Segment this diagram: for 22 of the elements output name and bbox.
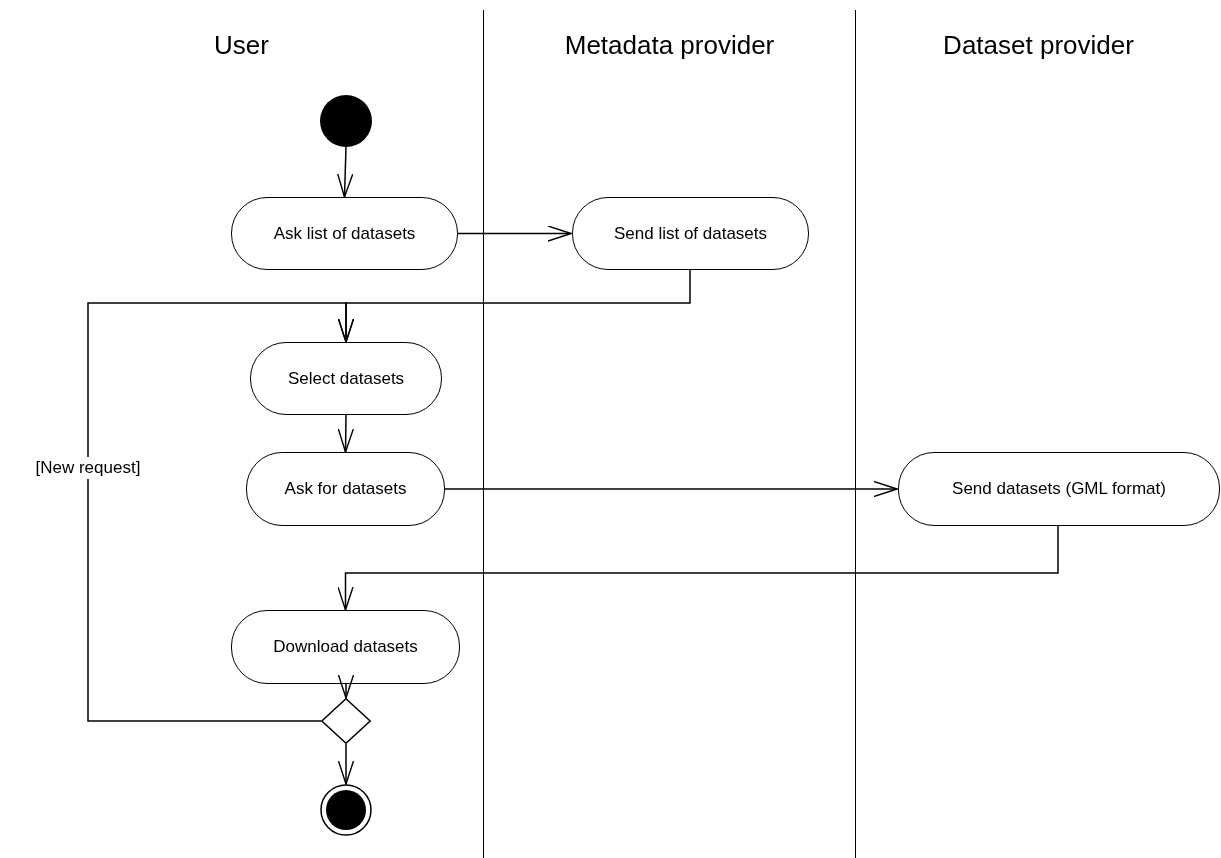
initial-node xyxy=(320,95,372,147)
final-node xyxy=(320,784,372,836)
activity-box: Send datasets (GML format) xyxy=(898,452,1220,526)
swimlane xyxy=(855,10,1221,858)
arrow xyxy=(337,146,354,198)
decision-diamond xyxy=(321,698,371,744)
arrow xyxy=(87,302,355,722)
activity-box: Select datasets xyxy=(250,342,442,415)
arrow xyxy=(457,225,572,242)
arrow xyxy=(337,674,355,699)
lane-title: Metadata provider xyxy=(563,30,776,61)
activity-box: Ask list of datasets xyxy=(231,197,458,270)
lane-title: Dataset provider xyxy=(942,30,1135,61)
arrow xyxy=(337,743,355,785)
lane-title: User xyxy=(213,30,270,61)
edge-label: [New request] xyxy=(33,457,143,479)
activity-box: Download datasets xyxy=(231,610,460,684)
arrow xyxy=(337,525,1059,611)
arrow xyxy=(444,480,898,498)
arrow xyxy=(337,414,354,453)
activity-box: Ask for datasets xyxy=(246,452,445,526)
activity-box: Send list of datasets xyxy=(572,197,809,270)
